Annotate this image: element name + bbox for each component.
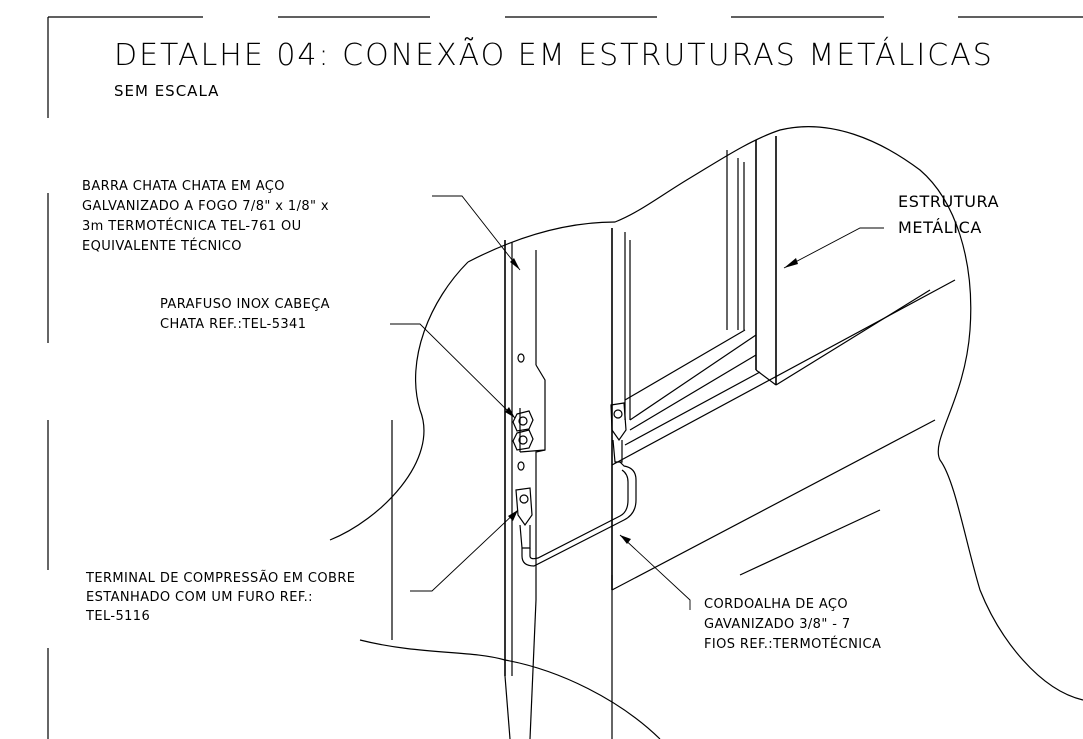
bolt-upper xyxy=(512,410,534,432)
barra-chata-line-3: 3m TERMOTÉCNICA TEL-761 OU xyxy=(82,218,302,234)
cordoalha-line-1: CORDOALHA DE AÇO xyxy=(704,597,848,612)
scale-note: SEM ESCALA xyxy=(114,82,219,100)
steel-cable xyxy=(521,461,637,567)
detail-title: DETALHE 04: CONEXÃO EM ESTRUTURAS METÁLI… xyxy=(114,36,994,73)
metal-column xyxy=(611,136,956,739)
cordoalha-line-2: GAVANIZADO 3/8" - 7 xyxy=(704,617,851,632)
bolt-lower xyxy=(512,429,534,451)
label-barra-chata: BARRA CHATA CHATA EM AÇO GALVANIZADO A F… xyxy=(82,179,329,254)
estrutura-line-1: ESTRUTURA xyxy=(898,192,999,211)
barra-chata-line-1: BARRA CHATA CHATA EM AÇO xyxy=(82,179,285,194)
bolts xyxy=(512,353,534,471)
barra-chata-line-4: EQUIVALENTE TÉCNICO xyxy=(82,238,242,254)
terminal-left xyxy=(515,487,533,549)
sheet-frame xyxy=(47,16,1083,739)
label-terminal: TERMINAL DE COMPRESSÃO EM COBRE ESTANHAD… xyxy=(85,570,355,624)
estrutura-line-2: METÁLICA xyxy=(898,218,982,237)
terminal-line-1: TERMINAL DE COMPRESSÃO EM COBRE xyxy=(85,570,355,586)
leader-lines xyxy=(390,195,884,610)
label-parafuso: PARAFUSO INOX CABEÇA CHATA REF.:TEL-5341 xyxy=(160,297,330,332)
cordoalha-line-3: FIOS REF.:TERMOTÉCNICA xyxy=(704,636,881,652)
parafuso-line-1: PARAFUSO INOX CABEÇA xyxy=(160,297,330,312)
label-estrutura: ESTRUTURA METÁLICA xyxy=(898,192,999,237)
parafuso-line-2: CHATA REF.:TEL-5341 xyxy=(160,317,306,332)
label-cordoalha: CORDOALHA DE AÇO GAVANIZADO 3/8" - 7 FIO… xyxy=(704,597,881,652)
terminal-line-2: ESTANHADO COM UM FURO REF.: xyxy=(86,590,313,605)
terminal-right xyxy=(610,402,627,463)
terminal-line-3: TEL-5116 xyxy=(85,609,150,624)
barra-chata-line-2: GALVANIZADO A FOGO 7/8" x 1/8" x xyxy=(82,199,329,214)
